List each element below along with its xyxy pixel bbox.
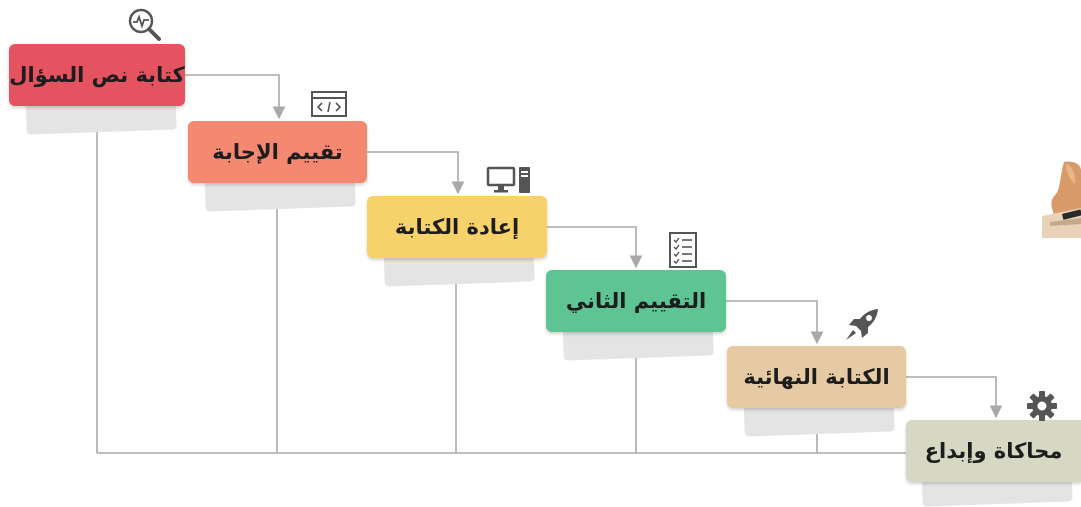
checklist-icon [669, 232, 697, 268]
forward-connector-5 [906, 376, 1003, 419]
rocket-icon [846, 309, 878, 340]
search-pulse-icon [128, 8, 161, 41]
step-rewrite: إعادة الكتابة [367, 196, 547, 258]
forward-connector-2 [367, 151, 465, 195]
step-simulation-creativity: محاكاة وإبداع [906, 420, 1081, 482]
desktop-computer-icon [486, 166, 530, 193]
step-write-question: كتابة نص السؤال [9, 44, 185, 106]
gear-icon [1027, 391, 1057, 421]
step-label: محاكاة وإبداع [924, 439, 1063, 463]
step-label: الكتابة النهائية [743, 365, 890, 389]
step-label: تقييم الإجابة [212, 140, 343, 164]
step-label: إعادة الكتابة [394, 215, 520, 239]
step-label: التقييم الثاني [565, 289, 707, 313]
step-final-writing: الكتابة النهائية [727, 346, 906, 408]
forward-connector-3 [547, 226, 643, 269]
step-label: كتابة نص السؤال [9, 63, 185, 87]
forward-connector-1 [185, 74, 286, 120]
forward-connector-4 [726, 300, 824, 345]
step-second-evaluation: التقييم الثاني [546, 270, 726, 332]
step-evaluate-answer: تقييم الإجابة [188, 121, 367, 183]
code-window-icon [311, 91, 347, 117]
hand-writing-photo [1042, 160, 1081, 238]
